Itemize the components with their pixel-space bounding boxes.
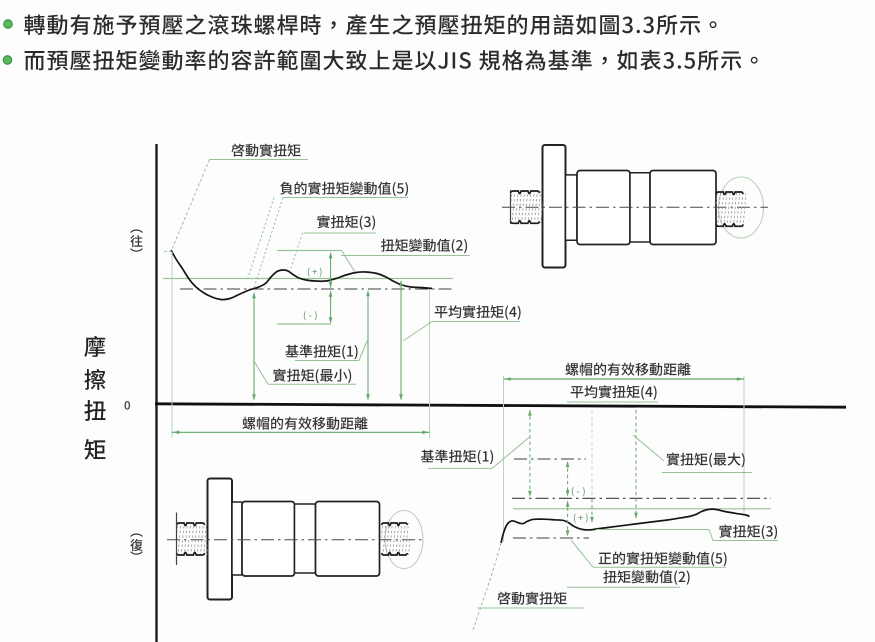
svg-text:(+): (+) bbox=[307, 265, 325, 278]
svg-text:(-): (-) bbox=[571, 485, 588, 498]
svg-text:復: 復 bbox=[130, 535, 143, 554]
svg-text:矩: 矩 bbox=[84, 433, 107, 465]
svg-text:0: 0 bbox=[124, 398, 131, 414]
svg-text:︵: ︵ bbox=[130, 217, 143, 236]
svg-text:螺帽的有效移動距離: 螺帽的有效移動距離 bbox=[242, 414, 368, 434]
svg-text:摩: 摩 bbox=[84, 330, 107, 362]
svg-text:正的實扭矩變動值(5): 正的實扭矩變動值(5) bbox=[598, 549, 728, 569]
svg-text:扭: 扭 bbox=[84, 394, 107, 426]
svg-text:(+): (+) bbox=[573, 511, 591, 524]
svg-text:平均實扭矩(4): 平均實扭矩(4) bbox=[570, 382, 658, 402]
svg-text:啓動實扭矩: 啓動實扭矩 bbox=[497, 589, 567, 609]
svg-text:基準扭矩(1): 基準扭矩(1) bbox=[285, 342, 359, 362]
svg-text:啓動實扭矩: 啓動實扭矩 bbox=[231, 141, 301, 161]
svg-text:平均實扭矩(4): 平均實扭矩(4) bbox=[434, 302, 522, 322]
svg-text:扭矩變動值(2): 扭矩變動值(2) bbox=[603, 567, 691, 587]
svg-text:負的實扭矩變動值(5): 負的實扭矩變動值(5) bbox=[280, 179, 410, 199]
svg-text:螺帽的有效移動距離: 螺帽的有效移動距離 bbox=[565, 360, 691, 380]
svg-text:︵: ︵ bbox=[130, 521, 143, 540]
svg-text:實扭矩(3): 實扭矩(3) bbox=[317, 212, 377, 232]
svg-text:︶: ︶ bbox=[130, 547, 143, 566]
svg-text:︶: ︶ bbox=[130, 244, 143, 263]
svg-text:而預壓扭矩變動率的容許範圍大致上是以JIS 規格為基準，如表: 而預壓扭矩變動率的容許範圍大致上是以JIS 規格為基準，如表3.5所示。 bbox=[24, 44, 767, 76]
svg-text:實扭矩(3): 實扭矩(3) bbox=[719, 522, 779, 542]
svg-text:實扭矩(最小): 實扭矩(最小) bbox=[273, 366, 353, 386]
svg-text:實扭矩(最大): 實扭矩(最大) bbox=[666, 450, 746, 470]
svg-text:擦: 擦 bbox=[84, 363, 107, 395]
svg-text:(-): (-) bbox=[303, 309, 320, 322]
svg-text:扭矩變動值(2): 扭矩變動值(2) bbox=[381, 236, 469, 256]
svg-text:往: 往 bbox=[130, 231, 143, 250]
svg-text:基準扭矩(1): 基準扭矩(1) bbox=[421, 447, 495, 467]
svg-text:轉動有施予預壓之滾珠螺桿時，產生之預壓扭矩的用語如圖3.3所: 轉動有施予預壓之滾珠螺桿時，產生之預壓扭矩的用語如圖3.3所示。 bbox=[24, 8, 726, 40]
